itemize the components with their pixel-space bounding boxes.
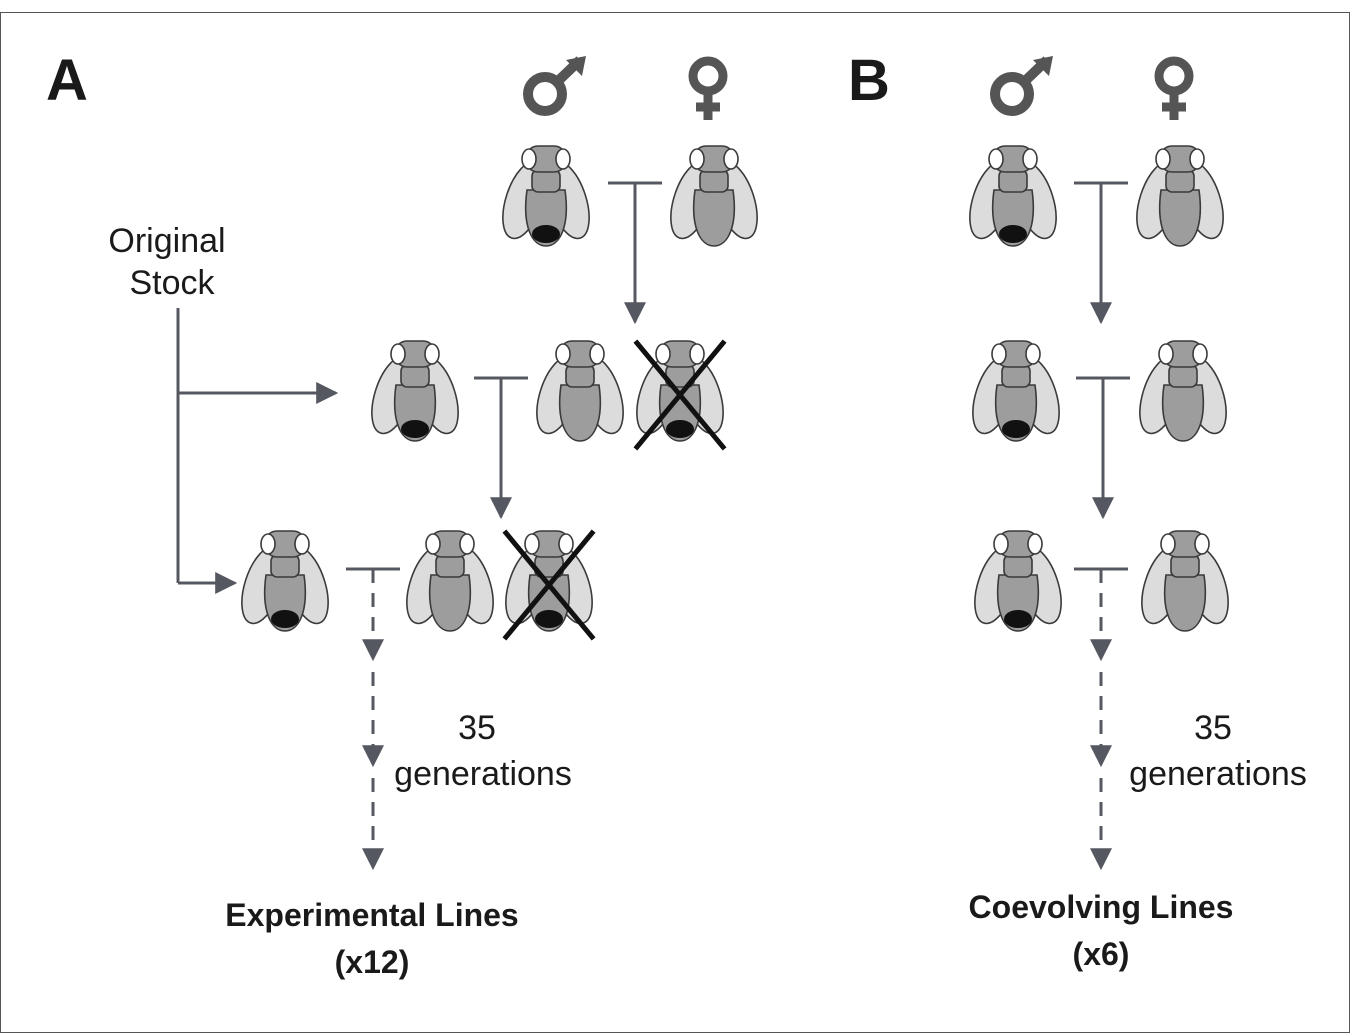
generations-count-label: 35 bbox=[1194, 709, 1232, 747]
mating-connector bbox=[474, 376, 528, 520]
generations-count-label: generations bbox=[1129, 755, 1307, 793]
flies-layer bbox=[241, 145, 1229, 641]
generations-dashed-arrow bbox=[346, 567, 400, 871]
female-fly-icon bbox=[670, 145, 758, 247]
mating-connector bbox=[608, 181, 662, 325]
male-symbol-icon bbox=[990, 56, 1053, 116]
crossed-out-male-fly-icon bbox=[633, 339, 727, 451]
coevolving-lines-count-label: (x6) bbox=[1073, 936, 1130, 972]
panel-b-letter: B bbox=[848, 48, 890, 113]
coevolving-lines-label: Coevolving Lines bbox=[969, 889, 1234, 925]
female-fly-icon bbox=[536, 340, 624, 442]
male-symbol-icon bbox=[523, 56, 586, 116]
female-symbol-icon bbox=[1154, 56, 1194, 120]
female-fly-icon bbox=[1139, 340, 1227, 442]
figure-frame bbox=[0, 12, 1350, 1033]
x-cross-icon bbox=[633, 339, 727, 451]
male-fly-icon bbox=[974, 530, 1062, 632]
male-fly-icon bbox=[371, 340, 459, 442]
male-fly-icon bbox=[969, 145, 1057, 247]
experimental-lines-count-label: (x12) bbox=[335, 944, 410, 980]
male-fly-icon bbox=[972, 340, 1060, 442]
female-symbol-icon bbox=[688, 56, 728, 120]
x-cross-icon bbox=[502, 529, 596, 641]
female-fly-icon bbox=[406, 530, 494, 632]
original-stock-connector bbox=[176, 308, 339, 594]
panel-a: Original Stock 35 generations Experiment… bbox=[108, 56, 728, 980]
male-fly-icon bbox=[241, 530, 329, 632]
female-fly-icon bbox=[1141, 530, 1229, 632]
crossed-out-male-fly-icon bbox=[502, 529, 596, 641]
female-fly-icon bbox=[1136, 145, 1224, 247]
mating-connector bbox=[1076, 376, 1130, 520]
generations-count-label: generations bbox=[394, 755, 572, 793]
experimental-lines-label: Experimental Lines bbox=[225, 897, 518, 933]
male-fly-icon bbox=[502, 145, 590, 247]
panel-b: 35 generations Coevolving Lines (x6) bbox=[969, 56, 1307, 972]
generations-count-label: 35 bbox=[458, 709, 496, 747]
generations-dashed-arrow bbox=[1074, 567, 1128, 871]
panel-a-letter: A bbox=[46, 48, 88, 113]
mating-connector bbox=[1074, 181, 1128, 325]
original-stock-label: Original bbox=[108, 222, 225, 260]
original-stock-label: Stock bbox=[129, 264, 215, 302]
